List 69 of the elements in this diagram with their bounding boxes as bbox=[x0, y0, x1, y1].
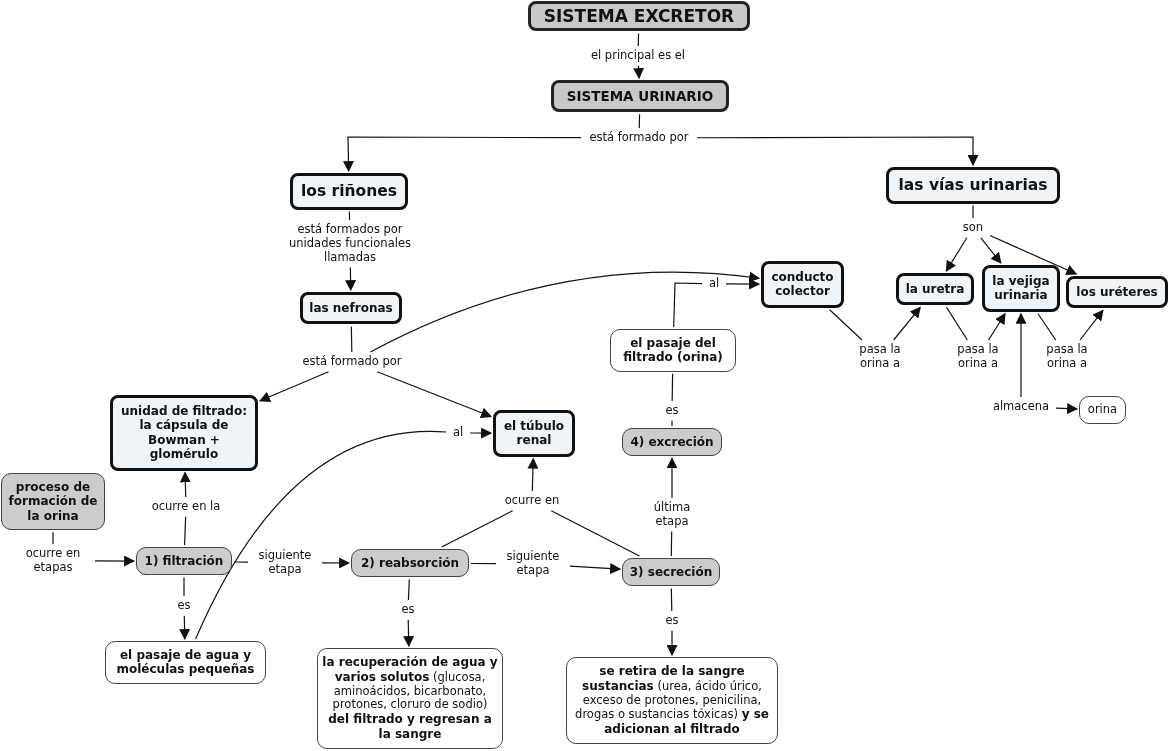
connector-line bbox=[671, 420, 673, 427]
connector-line bbox=[945, 306, 968, 341]
arrow bbox=[259, 371, 330, 402]
process-box: 1) filtración bbox=[136, 547, 232, 576]
arrow bbox=[369, 271, 761, 353]
concept-box: SISTEMA URINARIO bbox=[551, 80, 729, 113]
connector-line bbox=[673, 282, 703, 328]
connector-line bbox=[671, 373, 674, 402]
arrow bbox=[666, 457, 678, 499]
concept-box: la recuperación de agua y varios solutos (glucosa, aminoácidos, bicarbonato, protones, cloruro de sodio) del filtrado y regresan a la sangre bbox=[317, 648, 503, 749]
concept-box: SISTEMA EXCRETOR bbox=[528, 1, 750, 32]
connector-line bbox=[470, 562, 497, 565]
concept-box: el túbulo renal bbox=[493, 410, 575, 457]
arrow bbox=[1015, 312, 1027, 398]
connector-line bbox=[348, 211, 351, 221]
connector-line bbox=[972, 205, 974, 219]
connector-line bbox=[233, 561, 249, 563]
arrow bbox=[633, 65, 645, 80]
process-box: 4) excreción bbox=[622, 428, 722, 457]
arrow bbox=[980, 237, 1002, 264]
arrow bbox=[696, 136, 979, 167]
arrow bbox=[989, 234, 1078, 275]
process-box: 3) secreción bbox=[622, 558, 720, 587]
concept-box: las nefronas bbox=[300, 292, 402, 325]
connector-line bbox=[829, 309, 863, 341]
connector-line bbox=[637, 32, 640, 47]
connector-line bbox=[670, 531, 673, 557]
concept-box: la uretra bbox=[896, 273, 974, 306]
arrow bbox=[179, 471, 191, 498]
arrow bbox=[376, 371, 492, 418]
connector-line bbox=[638, 113, 641, 129]
concept-box: se retira de la sangre sustancias (urea, ácido úrico, exceso de protones, penicilina, drogas o sustancias tóxicas) y se adicionan al filtrado bbox=[566, 657, 778, 744]
concept-box: el pasaje de agua y moléculas pequeñas bbox=[105, 641, 266, 684]
arrow bbox=[342, 136, 582, 173]
connector-line bbox=[550, 510, 641, 557]
process-box: 2) reabsorción bbox=[351, 549, 469, 578]
connector-line bbox=[350, 325, 353, 353]
concept-box: las vías urinarias bbox=[886, 167, 1060, 204]
connector-line bbox=[183, 576, 185, 597]
arrow bbox=[893, 306, 921, 341]
arrow bbox=[1079, 309, 1104, 341]
connector-line bbox=[52, 531, 54, 545]
connector-line bbox=[670, 587, 673, 612]
connector-line bbox=[441, 510, 514, 548]
arrow bbox=[945, 237, 968, 272]
connector-line bbox=[184, 516, 187, 546]
arrow bbox=[94, 555, 136, 567]
arrow bbox=[469, 427, 493, 439]
connector-line bbox=[407, 578, 410, 601]
arrow bbox=[725, 278, 761, 290]
arrow bbox=[1055, 403, 1079, 415]
arrow bbox=[345, 266, 357, 292]
process-box: proceso de formación de la orina bbox=[1, 473, 105, 531]
concept-box: unidad de filtrado: la cápsula de Bowman + glomérulo bbox=[110, 395, 258, 471]
concept-box: los riñones bbox=[290, 173, 408, 210]
arrow bbox=[666, 630, 678, 657]
arrow bbox=[527, 457, 539, 492]
arrow bbox=[179, 615, 191, 641]
connector-line bbox=[195, 430, 447, 640]
concept-box: orina bbox=[1079, 396, 1126, 424]
concept-box: el pasaje del filtrado (orina) bbox=[610, 329, 736, 372]
arrow bbox=[321, 557, 351, 569]
arrow bbox=[569, 563, 622, 574]
connector-line bbox=[1037, 313, 1057, 341]
concept-box: los uréteres bbox=[1066, 276, 1168, 309]
arrow bbox=[403, 619, 415, 648]
concept-box: la vejiga urinaria bbox=[982, 265, 1060, 312]
concept-box: conducto colector bbox=[761, 261, 844, 308]
arrow bbox=[987, 312, 1006, 341]
